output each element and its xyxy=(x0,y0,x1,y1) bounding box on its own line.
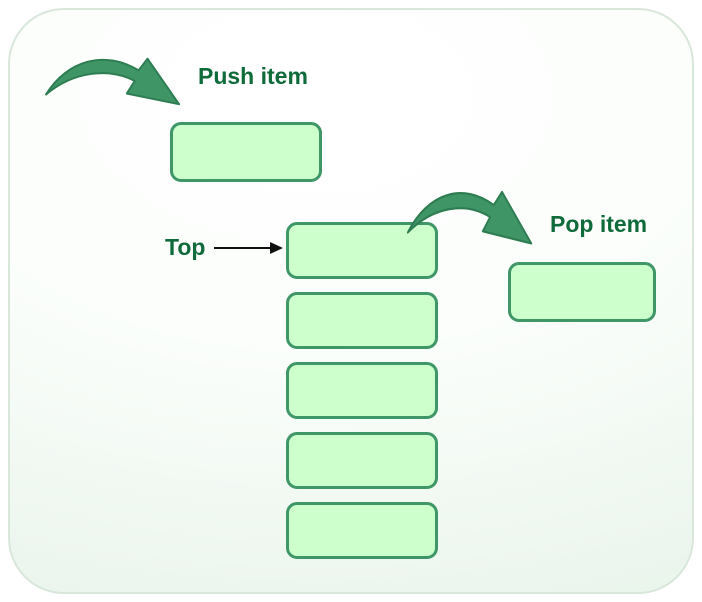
top-pointer-arrow-icon xyxy=(214,242,283,254)
pop-item-box xyxy=(508,262,656,322)
stack-item xyxy=(286,432,438,489)
stack xyxy=(286,222,438,559)
push-item-label: Push item xyxy=(198,63,308,89)
stack-item xyxy=(286,502,438,559)
stack-item xyxy=(286,222,438,279)
diagram-card: Push item Top Pop item xyxy=(8,8,694,594)
pop-arrow-icon xyxy=(406,190,533,245)
stack-item xyxy=(286,292,438,349)
stack-item xyxy=(286,362,438,419)
pop-item-label: Pop item xyxy=(550,211,648,237)
push-item-box xyxy=(170,122,322,182)
push-arrow-icon xyxy=(44,57,181,106)
top-label: Top xyxy=(165,234,206,260)
